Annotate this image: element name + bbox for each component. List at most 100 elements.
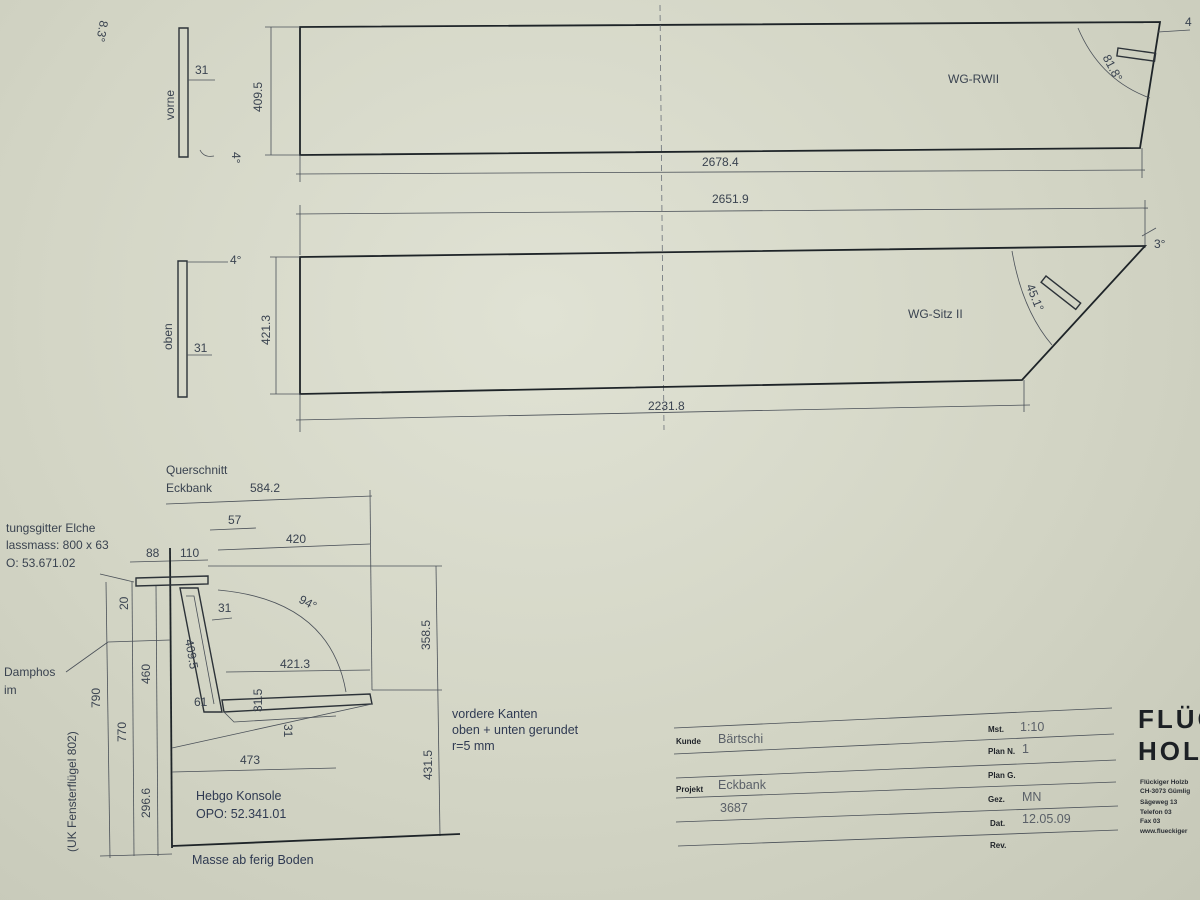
seat-profile-thickness: 31: [194, 341, 208, 355]
dim-420: 420: [286, 532, 306, 546]
dim-790: 790: [89, 688, 103, 708]
title-block: Kunde Bärtschi Projekt Eckbank 3687 Mst.…: [673, 704, 1200, 850]
dim-61: 61: [194, 695, 208, 709]
top-cap: [135, 575, 209, 587]
seat-angle-arc: [1011, 250, 1053, 346]
rw-angle-arc: [1077, 27, 1151, 99]
center-line: [659, 4, 665, 431]
dim-110: 110: [180, 546, 199, 560]
seat-dim-bottom: 2231.8: [648, 399, 685, 413]
dim-31-side: 31: [281, 724, 295, 738]
tb-plan-nr: 1: [1022, 742, 1029, 756]
company-logo-1: FLÜC: [1138, 704, 1200, 734]
dim-421-line: [225, 669, 371, 673]
tb-mst: 1:10: [1020, 720, 1044, 734]
tb-projekt: Eckbank: [718, 778, 767, 792]
dim-296: 296.6: [139, 788, 153, 818]
dim-473: 473: [240, 753, 260, 767]
seat-corner-angle: 3°: [1154, 237, 1166, 251]
note-window: (UK Fensterflügel 802): [65, 731, 79, 852]
seat-profile-angle: 4°: [230, 253, 242, 267]
tb-line-3: [675, 759, 1117, 779]
grille-leader: [99, 573, 135, 583]
dim-460: 460: [139, 664, 153, 684]
tb-dat-key: Dat.: [990, 819, 1005, 828]
seat-dim-height: 421.3: [259, 315, 273, 345]
dim-358: 358.5: [419, 620, 433, 650]
rw-dim-height: 409.5: [251, 82, 265, 112]
company-addr-6: www.flueckiger: [1139, 828, 1188, 835]
dim-57: 57: [228, 513, 242, 527]
rw-dim-line: [295, 169, 1146, 175]
tb-kunde-key: Kunde: [676, 737, 701, 746]
dim-421: 421.3: [280, 657, 310, 671]
section-title-1: Querschnitt: [166, 463, 228, 477]
note-edges-1: vordere Kanten: [452, 707, 538, 721]
damp-leader-2: [107, 639, 171, 643]
company-addr-4: Telefon 03: [1140, 809, 1172, 816]
dim-31-5: 31.5: [251, 688, 265, 712]
note-floor: Masse ab ferig Boden: [192, 853, 314, 867]
dim-left-ext-bottom: [99, 853, 173, 857]
rw-profile-angle-mark: [199, 149, 215, 157]
backrest: [179, 587, 223, 713]
note-grille-2: lassmass: 800 x 63: [6, 538, 109, 552]
console-diagonal: [171, 703, 373, 749]
rw-profile-angle-top: 8.3°: [93, 19, 111, 43]
seat-dim-bottom-line: [295, 404, 1031, 421]
tb-line-6: [677, 829, 1119, 847]
rw-profile: [178, 27, 189, 158]
tb-line-1: [673, 707, 1113, 729]
note-edges-3: r=5 mm: [452, 739, 495, 753]
angle-94: 94°: [297, 592, 320, 613]
dim-790-line: [105, 581, 111, 859]
tb-plan-nr-key: Plan N.: [988, 747, 1015, 756]
dim-431: 431.5: [421, 750, 435, 780]
dim-473-line: [171, 767, 337, 773]
seat-notch: [1040, 275, 1082, 311]
dim-31-top-line: [211, 617, 233, 621]
note-console-1: Hebgo Konsole: [196, 789, 282, 803]
dim-right-line: [435, 565, 441, 837]
company-addr-1: Flückiger Holzb: [1140, 779, 1188, 786]
tb-line-4: [675, 781, 1117, 799]
note-damp-1: Damphos: [4, 665, 55, 679]
note-grille-3: O: 53.671.02: [6, 556, 76, 570]
dim-584: 584.2: [250, 481, 280, 495]
dim-770: 770: [115, 722, 129, 742]
company-logo-2: HOL: [1138, 736, 1200, 766]
company-addr-5: Fax 03: [1140, 818, 1161, 825]
rw-outline: [299, 21, 1162, 156]
dim-57-line: [209, 527, 257, 531]
wall-line: [169, 547, 173, 849]
dim-88: 88: [146, 546, 160, 560]
note-grille-1: tungsgitter Elche: [6, 521, 96, 535]
seat-corner-leader: [1141, 227, 1157, 237]
tb-rev-key: Rev.: [990, 841, 1006, 850]
dim-770-line: [131, 581, 135, 857]
tb-dat: 12.05.09: [1022, 812, 1071, 826]
tb-plan-g-key: Plan G.: [988, 771, 1016, 780]
seat-profile-label: oben: [161, 323, 175, 350]
tb-gez-key: Gez.: [988, 795, 1005, 804]
seat-dim-top: 2651.9: [712, 192, 749, 206]
angle-94-arc: [217, 589, 347, 693]
seat-profile: [177, 260, 188, 398]
rw-profile-thickness: 31: [195, 63, 209, 77]
dim-584-line: [165, 495, 373, 505]
note-console-2: OPO: 52.341.01: [196, 807, 286, 821]
tb-line-5: [675, 805, 1119, 823]
tb-projekt-key: Projekt: [676, 785, 703, 794]
company-addr-2: CH-3073 Gümlig: [1140, 788, 1190, 795]
backrest-inner: [186, 595, 215, 705]
dim-409: 409.5: [182, 638, 201, 670]
seat-support: [223, 711, 337, 723]
dim-88-110-line: [129, 559, 209, 563]
dim-inner-line: [155, 585, 159, 857]
rw-notch: [1116, 47, 1157, 63]
damp-leader: [65, 641, 109, 673]
note-edges-2: oben + unten gerundet: [452, 723, 579, 737]
rw-profile-label: vorne: [163, 90, 177, 120]
